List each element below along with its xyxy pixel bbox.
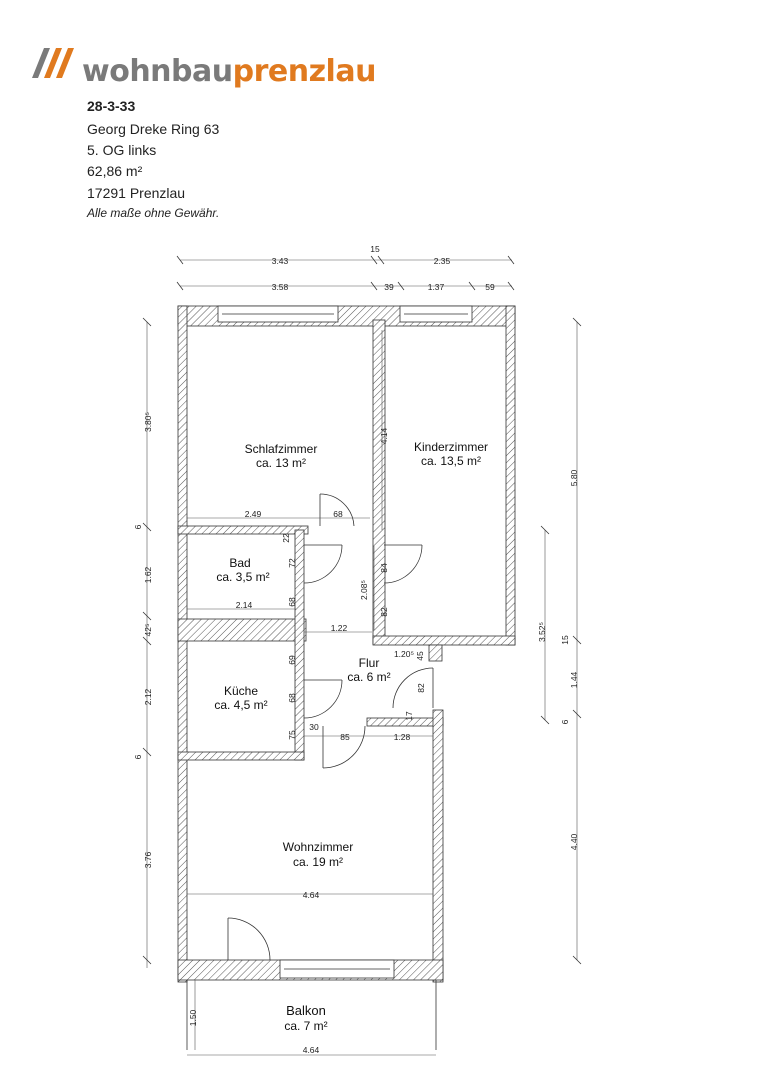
dim-top2-d: 59 [485,282,495,292]
room-bad-size: ca. 3,5 m² [216,570,269,584]
listing-floor: 5. OG links [87,142,157,158]
room-schlafzimmer-size: ca. 13 m² [256,456,306,470]
dim-right-3: 6 [560,719,570,724]
dim-left-4: 2.12 [143,688,153,705]
header: wohnbauprenzlau 28-3-33 Georg Dreke Ring… [0,0,764,230]
walls [177,305,516,983]
room-balkon-name: Balkon [286,1003,326,1018]
dim-balkon-w: 4.64 [303,1045,320,1055]
dim-door-68a: 68 [333,509,343,519]
dim-left-0: 3.80⁵ [143,412,153,432]
dim-top1-a: 3.43 [272,256,289,266]
dim-wohn-w: 4.64 [303,890,320,900]
room-kueche-name: Küche [224,684,258,698]
room-flur-name: Flur [359,656,380,670]
dim-68c: 68 [287,693,297,703]
dim-flur-w: 1.22 [331,623,348,633]
wall-kinder-bottom [372,635,516,646]
dim-left-1: 6 [133,524,143,529]
room-kueche-size: ca. 4,5 m² [214,698,267,712]
wall-kueche-bottom [177,751,305,761]
dim-84: 84 [379,563,389,573]
room-kinderzimmer-name: Kinderzimmer [414,440,488,454]
tick-marks [142,255,582,965]
listing-disclaimer: Alle maße ohne Gewähr. [87,206,220,220]
dim-17: 17 [404,711,414,721]
wall-schlaf-bottom [177,525,309,535]
room-bad-name: Bad [229,556,250,570]
dim-top2-a: 3.58 [272,282,289,292]
logo-part-2: prenzlau [232,54,377,89]
logo-slashes-icon [32,48,74,78]
room-wohnzimmer-name: Wohnzimmer [283,840,353,854]
room-balkon-size: ca. 7 m² [284,1019,327,1033]
dim-right-1: 15 [560,635,570,645]
wall-right-lower [432,709,444,983]
dim-82b: 82 [416,683,426,693]
dim-top1-b: 15 [370,244,380,254]
dim-top2-c: 1.37 [428,282,445,292]
logo-part-1: wohnbau [82,54,233,89]
dim-left-5: 6 [133,754,143,759]
room-flur-size: ca. 6 m² [347,670,390,684]
dim-45: 45 [415,651,425,661]
dim-bad-w: 2.14 [236,600,253,610]
wall-left [177,305,188,983]
windows [217,305,473,979]
wall-flur-right-stub [428,644,443,662]
dim-72: 72 [287,558,297,568]
balkon-outline [186,980,437,1050]
wall-bedroom-divider [372,319,386,645]
logo-wordmark: wohnbauprenzlau [82,54,376,89]
wall-bad-bottom [177,618,307,642]
dim-top2-b: 39 [384,282,394,292]
dimension-lines [146,259,578,1056]
dim-30: 30 [309,722,319,732]
dim-right-4: 4.40 [569,833,579,850]
dim-75: 75 [287,730,297,740]
dim-left-3: 42⁵ [143,624,153,637]
doors [227,493,434,961]
listing-street: Georg Dreke Ring 63 [87,121,220,137]
dim-right-inner: 3.52⁵ [537,622,547,642]
dim-1205: 1.20⁵ [394,649,414,659]
dim-208: 2.08⁵ [359,580,369,600]
room-schlafzimmer-name: Schlafzimmer [245,442,318,456]
dim-82a: 82 [379,607,389,617]
wall-right-upper [505,305,516,646]
dim-left-6: 3.76 [143,851,153,868]
dim-schlaf-w: 2.49 [245,509,262,519]
dim-69: 69 [287,655,297,665]
listing-ref: 28-3-33 [87,98,136,114]
dim-right-2: 1.44 [569,671,579,688]
dim-balkon-h: 1.50 [188,1009,198,1026]
dim-85: 85 [340,732,350,742]
room-wohnzimmer-size: ca. 19 m² [293,855,343,869]
dim-top1-c: 2.35 [434,256,451,266]
dim-22: 22 [281,533,291,543]
listing-city: 17291 Prenzlau [87,185,186,201]
dim-right-0: 5.80 [569,469,579,486]
listing-area: 62,86 m² [87,163,143,179]
dim-414: 4.14 [379,427,389,444]
dim-68b: 68 [287,597,297,607]
room-kinderzimmer-size: ca. 13,5 m² [421,454,481,468]
dim-left-2: 1.62 [143,566,153,583]
dim-128: 1.28 [394,732,411,742]
